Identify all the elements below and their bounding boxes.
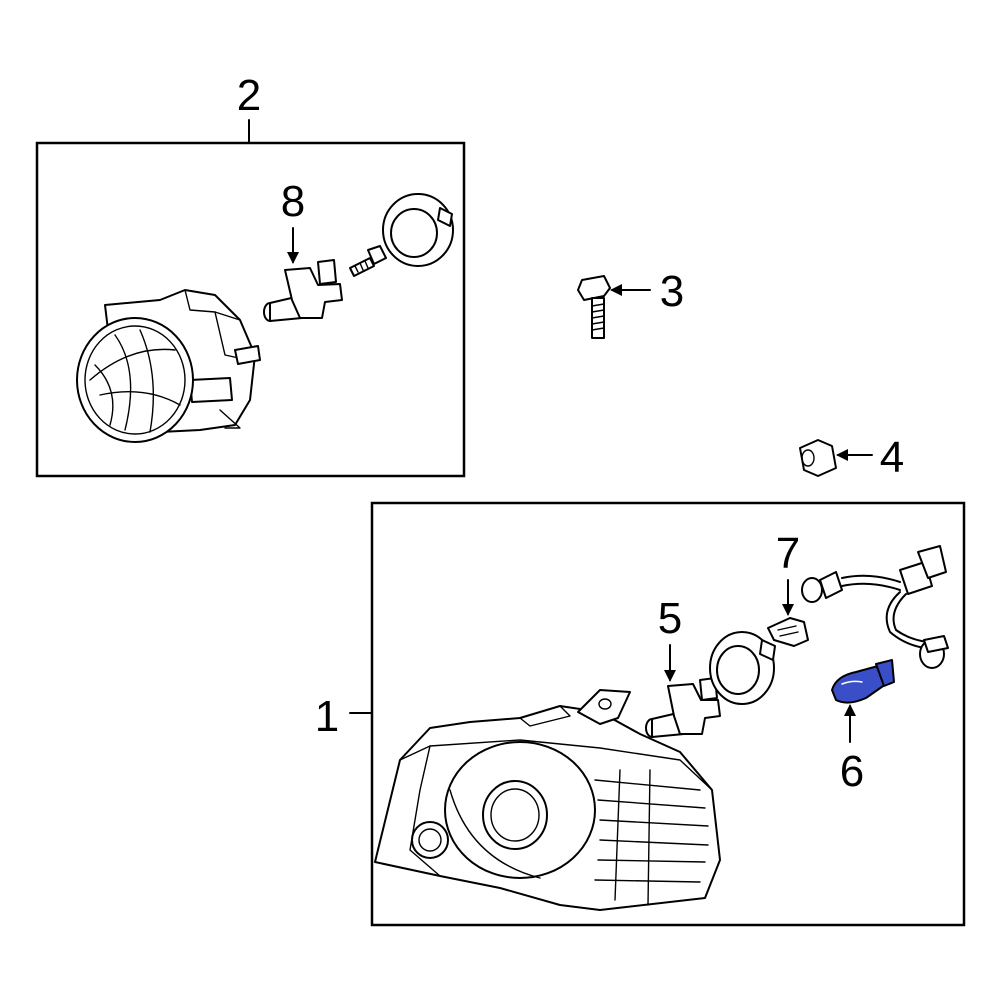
headlamp-assembly-group: 1 5 — [315, 501, 966, 927]
callout-3[interactable]: 3 — [660, 267, 684, 316]
fog-lamp-assembly-box[interactable] — [35, 141, 466, 478]
fog-lamp-housing[interactable] — [76, 289, 261, 443]
highlighted-bulb-part-6[interactable] — [831, 659, 895, 704]
callout-8[interactable]: 8 — [281, 177, 305, 226]
callout-7[interactable]: 7 — [776, 529, 800, 578]
fog-bulb-part-8[interactable] — [263, 259, 343, 322]
callout-6[interactable]: 6 — [840, 747, 864, 796]
wiring-harness[interactable] — [801, 545, 949, 669]
fog-lamp-retaining-ring[interactable] — [382, 193, 454, 267]
wedge-bulb-part-7[interactable] — [767, 617, 809, 647]
headlamp-bulb-part-5[interactable] — [645, 677, 721, 738]
callout-5[interactable]: 5 — [658, 594, 682, 643]
bolt-part-3[interactable] — [577, 275, 611, 339]
callout-1[interactable]: 1 — [315, 692, 339, 741]
fog-lamp-screw[interactable] — [349, 245, 387, 277]
callout-2[interactable]: 2 — [237, 71, 261, 120]
callout-4[interactable]: 4 — [880, 433, 904, 482]
headlamp-housing[interactable] — [374, 689, 721, 911]
fog-lamp-assembly-group: 2 8 — [35, 71, 466, 478]
nut-part-4[interactable] — [799, 439, 837, 477]
headlamp-retaining-ring[interactable] — [709, 631, 776, 705]
